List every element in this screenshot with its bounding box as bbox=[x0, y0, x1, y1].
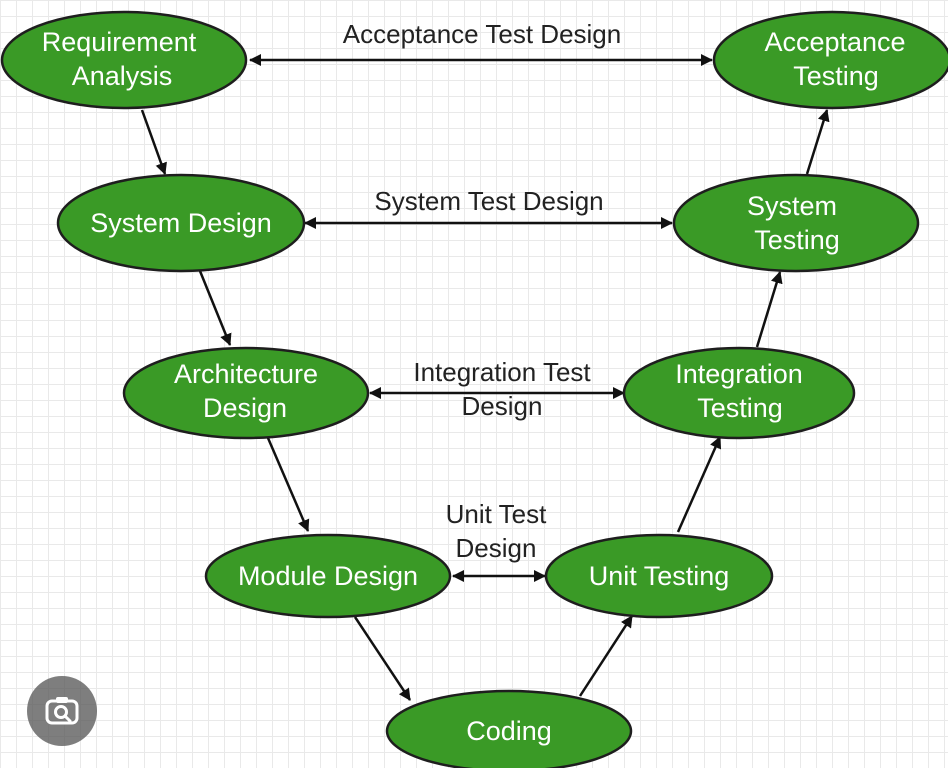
node-module-design: Module Design bbox=[204, 533, 452, 619]
node-architecture-design-line1: Architecture bbox=[174, 359, 318, 389]
node-system-testing: System Testing bbox=[672, 173, 920, 273]
node-acceptance-testing-line2: Testing bbox=[793, 61, 879, 91]
system-test-design-label: System Test Design bbox=[374, 186, 603, 216]
node-system-testing-line2: Testing bbox=[754, 225, 840, 255]
acceptance-test-design-label: Acceptance Test Design bbox=[343, 19, 621, 49]
image-search-button[interactable] bbox=[27, 676, 97, 746]
node-integration-testing: Integration Testing bbox=[622, 346, 856, 440]
node-system-design: System Design bbox=[56, 173, 306, 273]
node-unit-testing-line1: Unit Testing bbox=[589, 561, 730, 591]
node-system-design-line1: System Design bbox=[90, 208, 272, 238]
node-integration-testing-line1: Integration bbox=[675, 359, 803, 389]
integration-test-design-label-line2: Design bbox=[462, 391, 543, 421]
node-requirement-analysis-line2: Analysis bbox=[72, 61, 173, 91]
node-architecture-design: Architecture Design bbox=[122, 346, 370, 440]
unit-test-design-label-line1: Unit Test bbox=[446, 499, 547, 529]
node-integration-testing-line2: Testing bbox=[697, 393, 783, 423]
node-architecture-design-line2: Design bbox=[203, 393, 287, 423]
system-testing-to-acceptance-arrow bbox=[805, 109, 830, 175]
module-design-to-coding-arrow bbox=[353, 616, 412, 701]
node-requirement-analysis: Requirement Analysis bbox=[0, 10, 248, 110]
node-coding: Coding bbox=[385, 689, 633, 768]
requirement-to-system-design-arrow bbox=[140, 109, 167, 175]
node-system-testing-line1: System bbox=[747, 191, 837, 221]
node-acceptance-testing-line1: Acceptance bbox=[764, 27, 905, 57]
integration-to-system-testing-arrow bbox=[755, 271, 783, 348]
node-requirement-analysis-line1: Requirement bbox=[42, 27, 197, 57]
unit-testing-to-integration-arrow bbox=[676, 436, 722, 533]
node-unit-testing: Unit Testing bbox=[544, 533, 774, 619]
camera-search-icon bbox=[45, 697, 79, 725]
node-module-design-line1: Module Design bbox=[238, 561, 418, 591]
system-design-to-architecture-arrow bbox=[198, 270, 232, 346]
architecture-to-module-design-arrow bbox=[266, 437, 310, 532]
unit-test-design-label-line2: Design bbox=[456, 533, 537, 563]
node-acceptance-testing: Acceptance Testing bbox=[712, 10, 948, 110]
coding-to-unit-testing-arrow bbox=[578, 615, 634, 697]
node-coding-line1: Coding bbox=[466, 716, 552, 746]
integration-test-design-label-line1: Integration Test bbox=[413, 357, 591, 387]
